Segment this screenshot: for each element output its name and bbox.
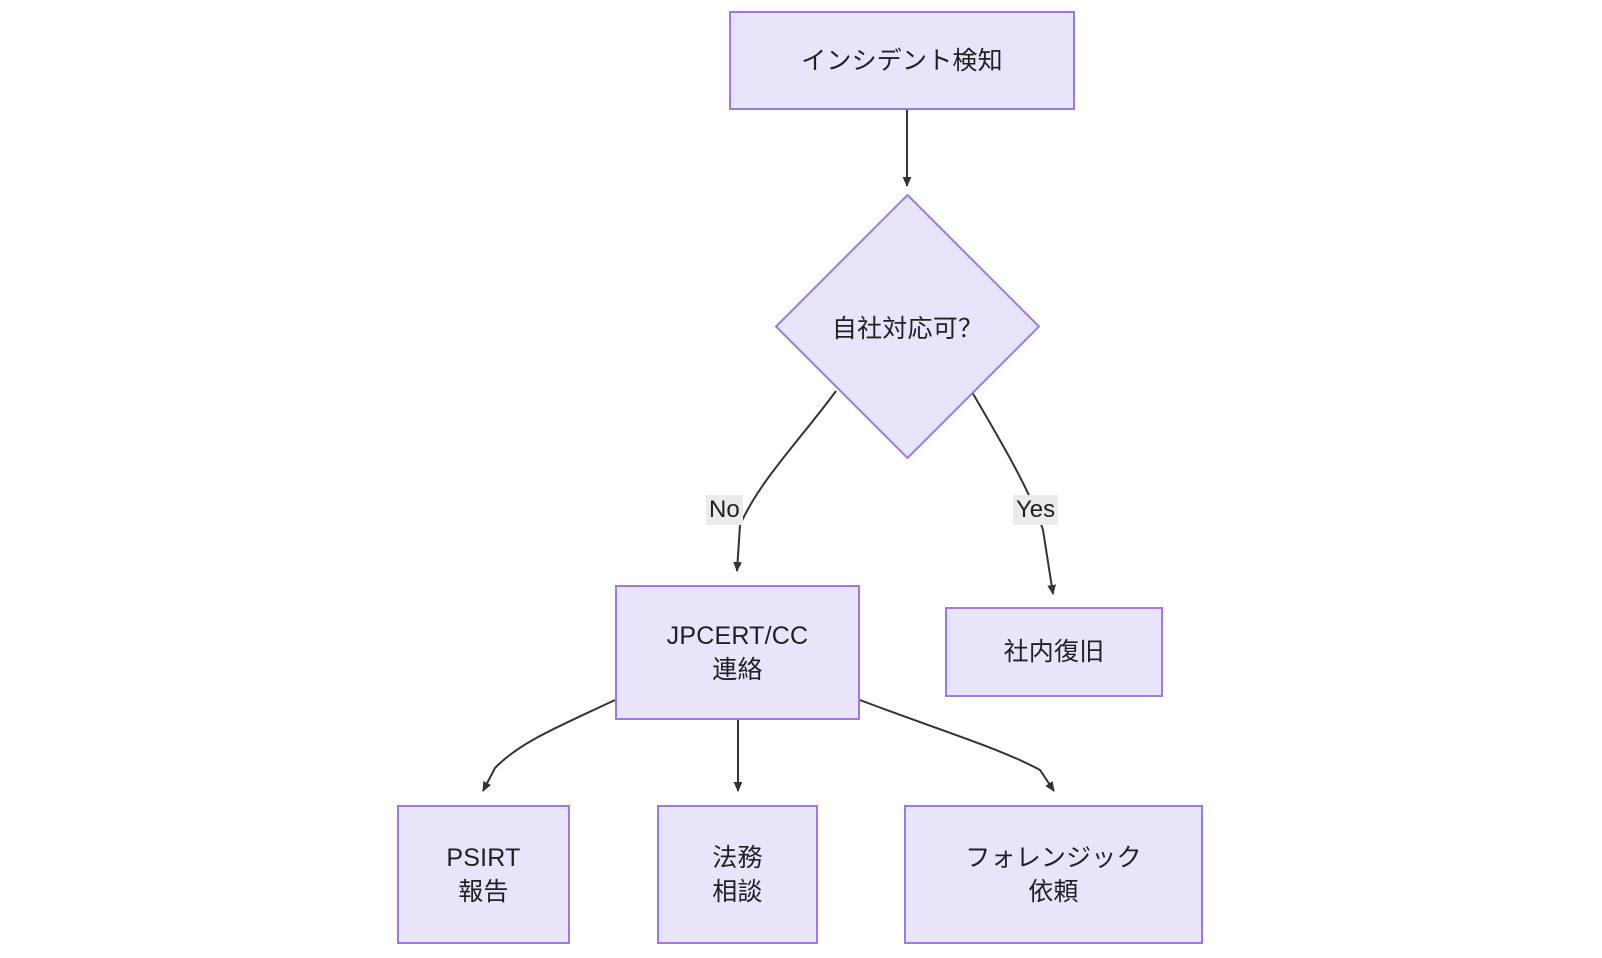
node-label-line: 依頼	[1028, 877, 1079, 906]
node-label-line: PSIRT	[446, 843, 521, 872]
node-label-line: 相談	[712, 877, 763, 906]
node-label-line: 自社対応可？	[831, 314, 984, 343]
node-legal-consultation[interactable]: 法務 相談	[657, 805, 818, 944]
node-label-line: JPCERT/CC	[666, 621, 809, 650]
node-label-can-handle-internally: 自社対応可？	[775, 194, 1040, 459]
node-label-line: 報告	[458, 877, 509, 906]
node-can-handle-internally[interactable]: 自社対応可？	[775, 194, 1040, 459]
edge-decision-to-jpcert	[733, 390, 837, 572]
node-jpcert-contact[interactable]: JPCERT/CC 連絡	[615, 585, 860, 720]
node-label-line: 社内復旧	[1003, 638, 1105, 666]
node-incident-detection[interactable]: インシデント検知	[729, 11, 1075, 110]
node-label-line: フォレンジック	[965, 843, 1142, 872]
edge-label-no: No	[706, 495, 743, 526]
edge-jpcert-to-forensics	[859, 699, 1055, 792]
diamond-shape	[775, 194, 1040, 459]
edge-jpcert-to-psirt	[482, 699, 616, 792]
node-label-line: 法務	[712, 843, 763, 872]
node-label-line: 連絡	[712, 655, 763, 684]
node-label-line: インシデント検知	[801, 46, 1003, 75]
edge-label-yes: Yes	[1013, 495, 1059, 526]
node-forensics-request[interactable]: フォレンジック 依頼	[904, 805, 1203, 944]
node-psirt-report[interactable]: PSIRT 報告	[397, 805, 570, 944]
node-internal-recovery[interactable]: 社内復旧	[945, 607, 1163, 697]
